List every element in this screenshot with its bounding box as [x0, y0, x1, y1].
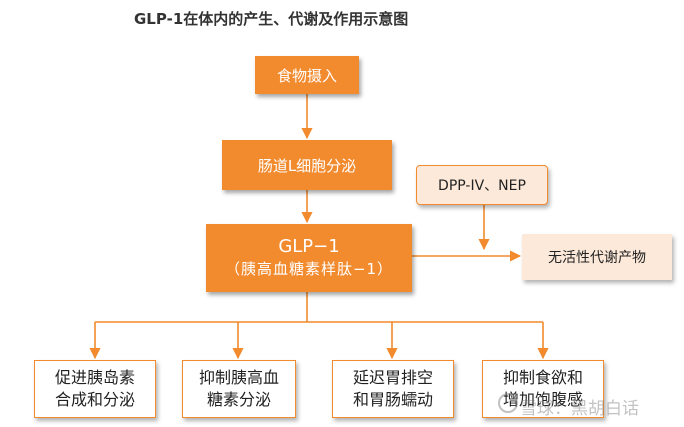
effect-line-2: 糖素分泌	[206, 390, 271, 409]
effect-line-1: 抑制食欲和	[502, 368, 583, 387]
l-cell-label: 肠道L细胞分泌	[257, 156, 357, 175]
watermark: 雪球：黑胡白话	[520, 399, 639, 419]
effect-insulin-node: 促进胰岛素 合成和分泌	[34, 360, 156, 418]
effect-glucagon-node: 抑制胰高血 糖素分泌	[182, 360, 296, 418]
enzymes-node: DPP-IV、NEP	[416, 165, 548, 205]
glp1-full-name: （胰高血糖素样肽−1）	[224, 260, 394, 278]
effect-line-2: 增加饱腹感	[502, 390, 583, 409]
metabolite-label: 无活性代谢产物	[548, 250, 646, 266]
effect-line-1: 抑制胰高血	[198, 368, 279, 387]
effect-line-1: 延迟胃排空	[352, 368, 433, 387]
effect-line-2: 合成和分泌	[54, 390, 135, 409]
food-intake-label: 食物摄入	[276, 66, 337, 85]
glp1-name: GLP−1	[278, 236, 340, 257]
effect-line-2: 和胃肠蠕动	[352, 390, 433, 409]
effect-gastric-node: 延迟胃排空 和胃肠蠕动	[332, 360, 454, 418]
metabolite-node: 无活性代谢产物	[522, 234, 672, 280]
glp1-node: GLP−1 （胰高血糖素样肽−1）	[206, 224, 412, 292]
food-intake-node: 食物摄入	[255, 56, 359, 94]
snowball-logo-icon	[498, 393, 518, 413]
enzymes-label: DPP-IV、NEP	[438, 178, 526, 194]
effect-line-1: 促进胰岛素	[54, 368, 135, 387]
l-cell-secretion-node: 肠道L细胞分泌	[222, 140, 392, 190]
diagram-title: GLP-1在体内的产生、代谢及作用示意图	[134, 10, 409, 28]
